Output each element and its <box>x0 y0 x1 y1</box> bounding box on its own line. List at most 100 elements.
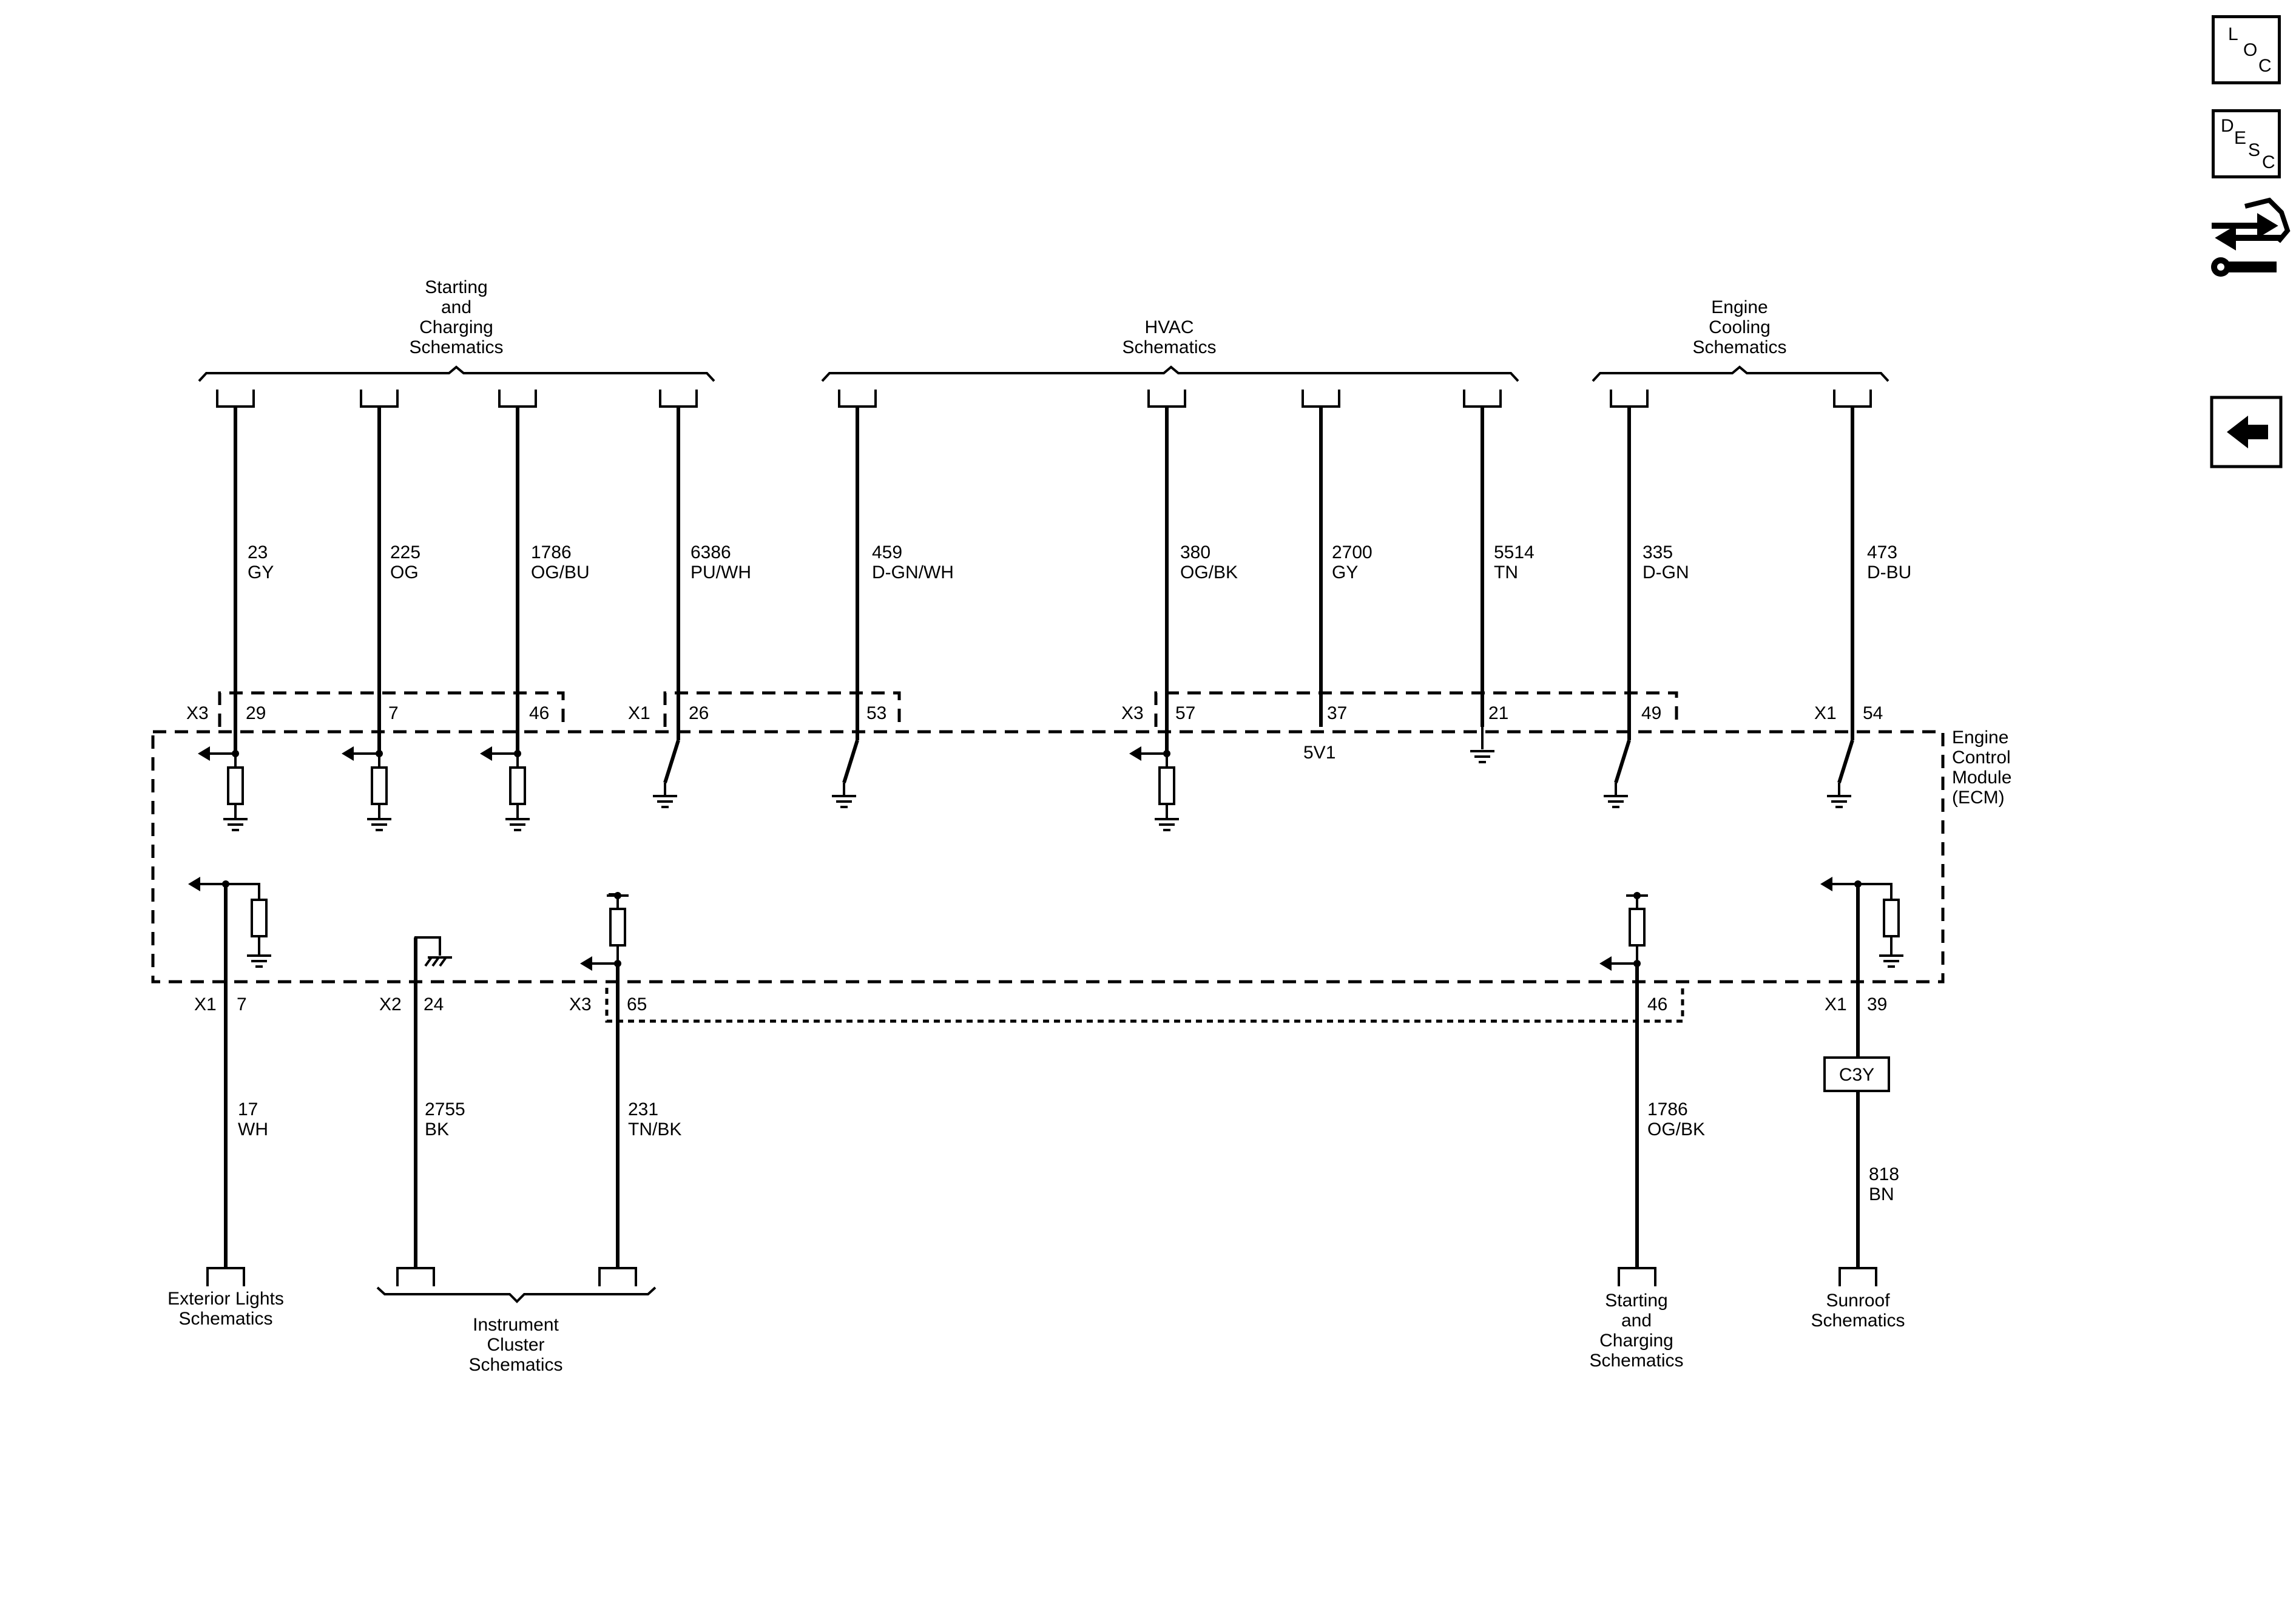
top-pin-7: 7 <box>388 703 399 723</box>
wire-circuit-231: 231 <box>628 1099 658 1119</box>
bottom-pin-46: 46 <box>1647 994 1667 1014</box>
ecm-bottom-internal-circuits <box>188 877 1903 982</box>
wire-circuit-459: 459 <box>872 542 902 562</box>
bottom-label-cluster-2: Cluster <box>487 1335 544 1355</box>
module-label-1: Engine <box>1952 727 2008 748</box>
connector-box-x3-right <box>1154 691 1678 727</box>
top-pull-arrow-0-head <box>198 746 210 761</box>
bottom-label-starting-2: and <box>1621 1311 1652 1331</box>
top-terminal-7 <box>1463 390 1502 408</box>
bottom-connector-x1-b: X1 <box>1825 994 1847 1014</box>
wire-color-17: WH <box>238 1119 268 1139</box>
wire-circuit-1786-b: 1786 <box>1647 1099 1688 1119</box>
ecm-top-internal-circuits <box>198 727 1854 831</box>
top-switch-1 <box>842 740 859 783</box>
wire-color-459: D-GN/WH <box>872 562 954 582</box>
bottom-label-starting-1: Starting <box>1605 1291 1667 1311</box>
bottom-label-starting-3: Charging <box>1599 1331 1673 1351</box>
top-group-brace-cooling <box>1592 365 1889 382</box>
top-group-label-cooling-1: Engine <box>1711 297 1768 317</box>
top-switch-ground-1 <box>832 795 856 808</box>
top-terminal-3 <box>659 390 698 408</box>
wire-circuit-225: 225 <box>390 542 420 562</box>
top-group-label-hvac-1: HVAC <box>1144 317 1194 337</box>
bottom-label-sunroof-2: Schematics <box>1811 1311 1905 1331</box>
bottom-terminal-1 <box>396 1267 435 1286</box>
bottom-terminal-3 <box>1618 1267 1656 1286</box>
bottom-pin-39: 39 <box>1867 994 1887 1014</box>
wire-circuit-818: 818 <box>1869 1164 1899 1184</box>
bottom-arrow-4-head <box>1820 877 1832 891</box>
top-resistor-1 <box>371 766 388 805</box>
desc-letter-s: S <box>2248 140 2261 160</box>
wire-circuit-2755: 2755 <box>425 1099 465 1119</box>
bottom-ground-4 <box>1879 954 1903 968</box>
loc-button[interactable]: L O C <box>2212 15 2281 84</box>
module-label-4: (ECM) <box>1952 788 2005 808</box>
top-connector-x1-a: X1 <box>628 703 650 723</box>
wire-color-225: OG <box>390 562 419 582</box>
bottom-pin-65: 65 <box>627 994 647 1014</box>
bottom-connector-x3: X3 <box>569 994 592 1014</box>
wire-circuit-335: 335 <box>1643 542 1673 562</box>
bottom-resistor-3 <box>1629 908 1646 947</box>
bottom-res-lead-4 <box>1858 883 1893 900</box>
bottom-ground-0 <box>247 954 271 968</box>
connector-box-x3-left <box>218 691 565 727</box>
connector-box-x1-mid <box>663 691 901 727</box>
top-group-brace-hvac <box>821 365 1519 382</box>
bottom-pin-24: 24 <box>424 994 444 1014</box>
inline-connector-label: C3Y <box>1839 1065 1874 1085</box>
top-terminal-9 <box>1833 390 1872 408</box>
top-ground-2 <box>505 818 530 831</box>
wire-color-2700: GY <box>1332 562 1358 582</box>
bottom-arrow-0-head <box>188 877 200 891</box>
wire-circuit-23: 23 <box>248 542 268 562</box>
bottom-arrow-2-head <box>580 956 592 971</box>
wire-color-2755: BK <box>425 1119 449 1139</box>
bottom-terminal-2 <box>598 1267 637 1286</box>
wire-color-380: OG/BK <box>1180 562 1238 582</box>
desc-letter-c: C <box>2262 152 2275 172</box>
top-terminal-2 <box>498 390 537 408</box>
bottom-connector-x2: X2 <box>379 994 402 1014</box>
wire-color-23: GY <box>248 562 274 582</box>
desc-letter-e: E <box>2234 128 2247 148</box>
wire-color-1786: OG/BU <box>531 562 590 582</box>
top-terminal-8 <box>1610 390 1649 408</box>
desc-button[interactable]: D E S C <box>2212 109 2281 178</box>
bottom-label-exterior-1: Exterior Lights <box>167 1289 284 1309</box>
back-arrow-icon[interactable] <box>2210 396 2283 468</box>
top-group-label-cooling-3: Schematics <box>1692 337 1786 357</box>
wire-circuit-1786: 1786 <box>531 542 572 562</box>
top-connector-x1-b: X1 <box>1814 703 1837 723</box>
wire-circuit-473: 473 <box>1867 542 1897 562</box>
bottom-label-exterior-2: Schematics <box>178 1309 272 1329</box>
top-resistor-3 <box>1158 766 1175 805</box>
wire-color-1786-b: OG/BK <box>1647 1119 1705 1139</box>
top-group-brace-starting <box>198 365 715 382</box>
top-switch-ground-3 <box>1827 795 1851 808</box>
bottom-pullup-node-3 <box>1633 892 1641 899</box>
top-ground-3 <box>1155 818 1179 831</box>
bottom-resistor-4 <box>1883 899 1900 937</box>
bottom-arrow-3-head <box>1599 956 1612 971</box>
top-pull-arrow-2-head <box>480 746 492 761</box>
top-terminal-1 <box>360 390 399 408</box>
bottom-pullup-node-2 <box>614 892 621 899</box>
top-group-label-hvac-2: Schematics <box>1122 337 1216 357</box>
top-pin-53: 53 <box>866 703 886 723</box>
bottom-chassis-ground <box>424 956 452 967</box>
bottom-res-lead-0 <box>226 883 260 900</box>
top-terminal-4 <box>838 390 877 408</box>
loc-letter-o: O <box>2243 40 2258 60</box>
top-resistor-2 <box>509 766 526 805</box>
bottom-terminals <box>206 884 1877 1286</box>
wire-color-6386: PU/WH <box>690 562 751 582</box>
reference-5v1: 5V1 <box>1303 743 1335 763</box>
top-ground-0 <box>223 818 248 831</box>
top-pin-49: 49 <box>1641 703 1661 723</box>
top-terminal-6 <box>1302 390 1340 408</box>
connector-repair-icon[interactable] <box>2211 197 2291 277</box>
